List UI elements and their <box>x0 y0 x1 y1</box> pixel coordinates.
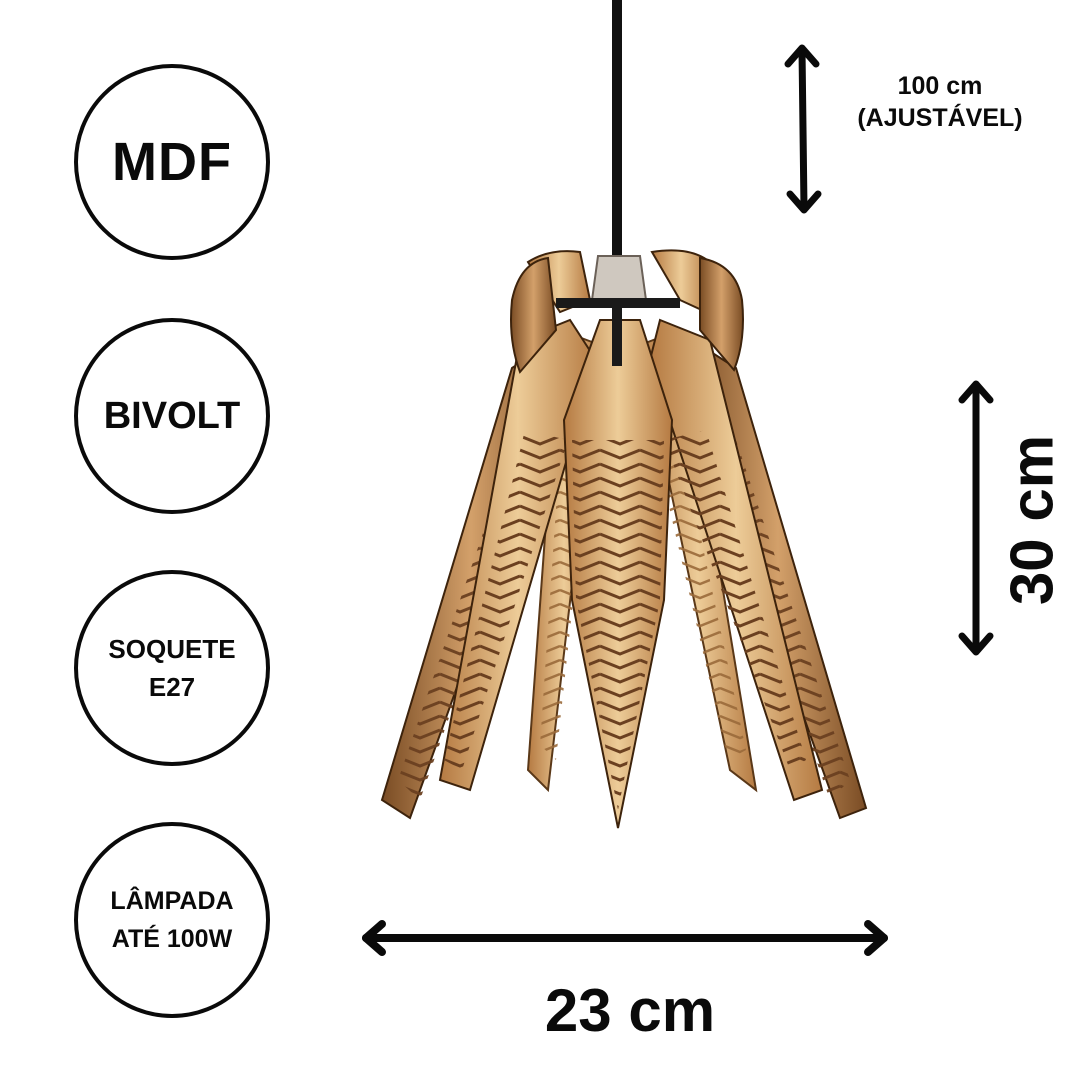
cable-length-value: 100 cm <box>897 72 983 100</box>
badge-socket: SOQUETE E27 <box>74 570 270 766</box>
cable-adjustable-note: (AJUSTÁVEL) <box>857 104 1023 132</box>
badge-bulb-line-1: LÂMPADA <box>110 887 234 915</box>
cable-length-label: 100 cm (AJUSTÁVEL) <box>840 70 1040 134</box>
badge-socket-line-2: E27 <box>148 672 196 702</box>
cable <box>612 0 622 268</box>
badge-voltage: BIVOLT <box>74 318 270 514</box>
height-arrow <box>958 380 994 656</box>
petal-center <box>562 319 674 829</box>
cable-length-arrow <box>784 44 822 214</box>
width-label: 23 cm <box>544 977 716 1044</box>
badge-voltage-label: BIVOLT <box>103 394 241 437</box>
badge-socket-line-1: SOQUETE <box>108 634 236 664</box>
width-arrow <box>362 920 888 956</box>
petal-left-inner <box>438 318 598 792</box>
lamp-crown <box>510 249 744 374</box>
badge-bulb-line-2: ATÉ 100W <box>111 925 233 953</box>
height-label: 30 cm <box>998 434 1066 606</box>
badge-material-label: MDF <box>112 132 232 192</box>
badge-material: MDF <box>74 64 270 260</box>
badge-bulb: LÂMPADA ATÉ 100W <box>74 822 270 1018</box>
